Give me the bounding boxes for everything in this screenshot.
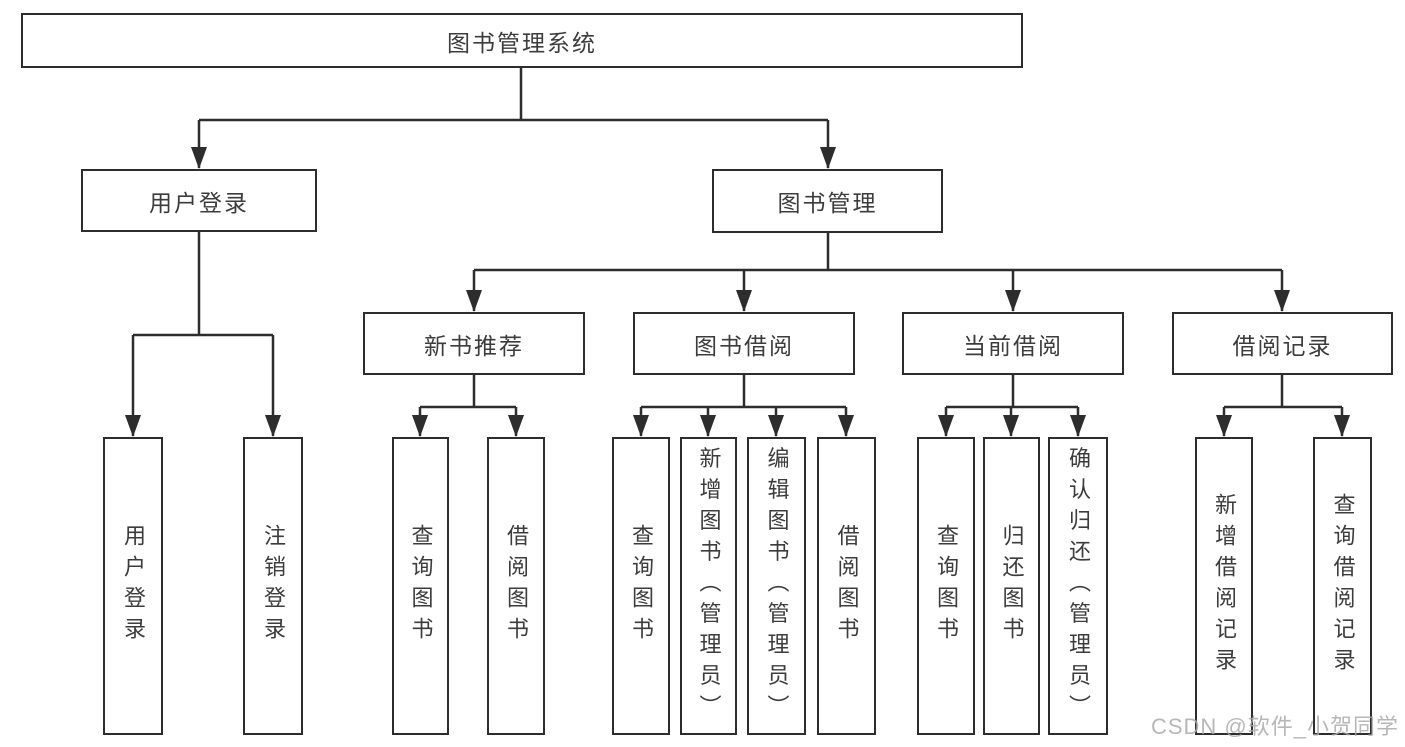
- node-library-system: 图书管理系统: [21, 13, 1023, 68]
- node-current-borrowing-label: 当前借阅: [963, 332, 1063, 359]
- node-borrowing-records-label: 借阅记录: [1232, 332, 1333, 359]
- leaf-bb-query-books: 查询图书: [612, 437, 670, 735]
- leaf-nbr-borrow-books: 借阅图书: [487, 437, 545, 735]
- leaf-logout: 注销登录: [243, 437, 303, 735]
- leaf-user-login: 用户登录: [103, 437, 163, 735]
- leaf-br-query-record-label: 查询借阅记录: [1330, 493, 1356, 679]
- leaf-bb-borrow-books: 借阅图书: [817, 437, 876, 735]
- leaf-cb-query-books: 查询图书: [917, 437, 975, 735]
- node-book-borrowing-label: 图书借阅: [694, 332, 794, 359]
- leaf-cb-confirm-return-admin-label: 确认归还（管理员）: [1066, 446, 1091, 726]
- leaf-nbr-borrow-books-label: 借阅图书: [504, 524, 529, 648]
- leaf-br-add-record: 新增借阅记录: [1195, 437, 1253, 735]
- node-user-login-label: 用户登录: [149, 189, 249, 216]
- leaf-bb-add-books-admin-label: 新增图书（管理员）: [696, 446, 722, 726]
- leaf-cb-return-books: 归还图书: [983, 437, 1040, 735]
- leaf-user-login-label: 用户登录: [121, 524, 146, 648]
- leaf-bb-query-books-label: 查询图书: [629, 524, 654, 648]
- node-book-borrowing: 图书借阅: [633, 312, 855, 375]
- node-book-management-label: 图书管理: [777, 190, 878, 216]
- leaf-bb-add-books-admin: 新增图书（管理员）: [680, 437, 737, 735]
- leaf-nbr-query-books-label: 查询图书: [408, 524, 434, 648]
- leaf-bb-edit-books-admin: 编辑图书（管理员）: [747, 437, 806, 735]
- node-borrowing-records: 借阅记录: [1172, 312, 1393, 375]
- node-book-management: 图书管理: [712, 169, 943, 233]
- node-current-borrowing: 当前借阅: [902, 312, 1124, 375]
- leaf-cb-return-books-label: 归还图书: [999, 524, 1025, 648]
- leaf-cb-confirm-return-admin: 确认归还（管理员）: [1048, 437, 1108, 735]
- leaf-br-query-record: 查询借阅记录: [1313, 437, 1372, 735]
- node-user-login: 用户登录: [81, 169, 317, 232]
- node-library-system-label: 图书管理系统: [447, 29, 597, 56]
- leaf-nbr-query-books: 查询图书: [392, 437, 449, 735]
- leaf-br-add-record-label: 新增借阅记录: [1212, 493, 1237, 679]
- leaf-logout-label: 注销登录: [261, 524, 286, 648]
- leaf-bb-edit-books-admin-label: 编辑图书（管理员）: [764, 446, 790, 726]
- leaf-bb-borrow-books-label: 借阅图书: [834, 524, 860, 648]
- csdn-watermark: CSDN @软件_小贺同学: [1150, 714, 1399, 739]
- node-new-book-recommend-label: 新书推荐: [424, 332, 524, 359]
- leaf-cb-query-books-label: 查询图书: [934, 524, 959, 648]
- node-new-book-recommend: 新书推荐: [363, 312, 585, 375]
